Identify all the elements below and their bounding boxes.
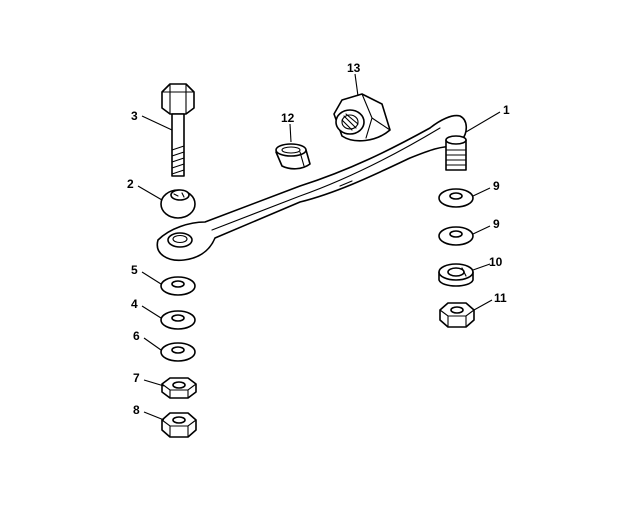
nut-8-part xyxy=(161,412,197,438)
callout-13: 13 xyxy=(347,61,361,75)
callout-3: 3 xyxy=(131,109,138,123)
leader-2 xyxy=(137,185,163,201)
leader-7 xyxy=(143,379,165,387)
bolt-part xyxy=(161,83,195,177)
washer-6-part xyxy=(160,342,196,362)
leader-1 xyxy=(465,111,501,133)
callout-labels: 1 2 3 4 5 6 7 8 9 9 10 11 12 13 xyxy=(127,61,510,417)
leader-6 xyxy=(143,337,162,351)
callout-6: 6 xyxy=(133,329,140,343)
leader-5 xyxy=(141,271,162,285)
callout-8: 8 xyxy=(133,403,140,417)
coupling-nut-part xyxy=(333,93,391,142)
leader-11 xyxy=(473,299,493,311)
callout-1: 1 xyxy=(503,103,510,117)
washer-9a-part xyxy=(438,188,474,208)
lock-washer-10-part xyxy=(438,263,474,287)
callout-12: 12 xyxy=(281,111,295,125)
callout-2: 2 xyxy=(127,177,134,191)
nut-7-part xyxy=(161,377,197,399)
callout-4: 4 xyxy=(131,297,138,311)
sleeve-part xyxy=(275,143,311,170)
callout-9b: 9 xyxy=(493,217,500,231)
drag-link-part xyxy=(156,114,468,262)
nut-11-part xyxy=(439,302,475,328)
leader-10 xyxy=(472,263,491,271)
leader-12 xyxy=(289,123,292,143)
ball-bushing-part xyxy=(160,189,196,219)
washer-5-part xyxy=(160,276,196,296)
leader-13 xyxy=(354,73,359,97)
leader-4 xyxy=(141,305,162,319)
callout-11: 11 xyxy=(494,291,507,305)
leader-8 xyxy=(143,411,165,421)
callout-9a: 9 xyxy=(493,179,500,193)
leader-9a xyxy=(472,187,491,197)
leader-9b xyxy=(472,225,491,235)
callout-10: 10 xyxy=(489,255,503,269)
leader-3 xyxy=(141,115,173,131)
leader-lines xyxy=(137,73,501,421)
washer-4-part xyxy=(160,310,196,330)
callout-7: 7 xyxy=(133,371,140,385)
callout-5: 5 xyxy=(131,263,138,277)
washer-9b-part xyxy=(438,226,474,246)
